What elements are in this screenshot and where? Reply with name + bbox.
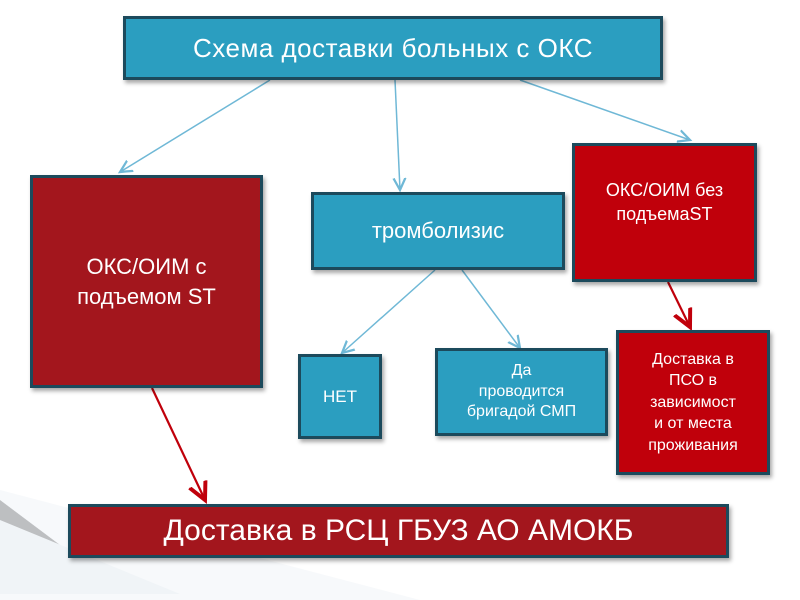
- stemi-box: ОКС/ОИМ с подъемом ST: [30, 175, 263, 388]
- title-box: Схема доставки больных с ОКС: [123, 16, 663, 80]
- arrow-thrombolysis-to-no: [342, 269, 436, 353]
- yes-text: Да проводится бригадой СМП: [466, 361, 577, 421]
- pso-delivery-text: Доставка в ПСО в зависимост и от места п…: [648, 350, 738, 454]
- arrow-thrombolysis-to-yes: [461, 269, 520, 348]
- rsc-delivery-box: Доставка в РСЦ ГБУЗ АО АМОКБ: [68, 504, 729, 558]
- thrombolysis-box: тромболизис: [311, 192, 565, 270]
- no-box: НЕТ: [298, 354, 382, 439]
- arrow-title-to-nstemi: [519, 79, 690, 140]
- arrow-stemi-to-rsc: [151, 387, 205, 500]
- arrow-title-to-stemi: [120, 79, 271, 172]
- title-text: Схема доставки больных с ОКС: [193, 32, 593, 63]
- stemi-text: ОКС/ОИМ с подъемом ST: [77, 253, 216, 309]
- nstemi-text: ОКС/ОИМ без подъемаST: [605, 180, 724, 225]
- arrow-title-to-thrombolysis: [395, 79, 400, 190]
- yes-box: Да проводится бригадой СМП: [435, 348, 608, 436]
- arrow-nstemi-to-pso: [667, 281, 690, 327]
- thrombolysis-text: тромболизис: [371, 218, 505, 243]
- pso-delivery-box: Доставка в ПСО в зависимост и от места п…: [616, 330, 770, 475]
- no-text: НЕТ: [323, 386, 357, 406]
- nstemi-box: ОКС/ОИМ без подъемаST: [572, 143, 757, 282]
- rsc-delivery-text: Доставка в РСЦ ГБУЗ АО АМОКБ: [163, 514, 634, 547]
